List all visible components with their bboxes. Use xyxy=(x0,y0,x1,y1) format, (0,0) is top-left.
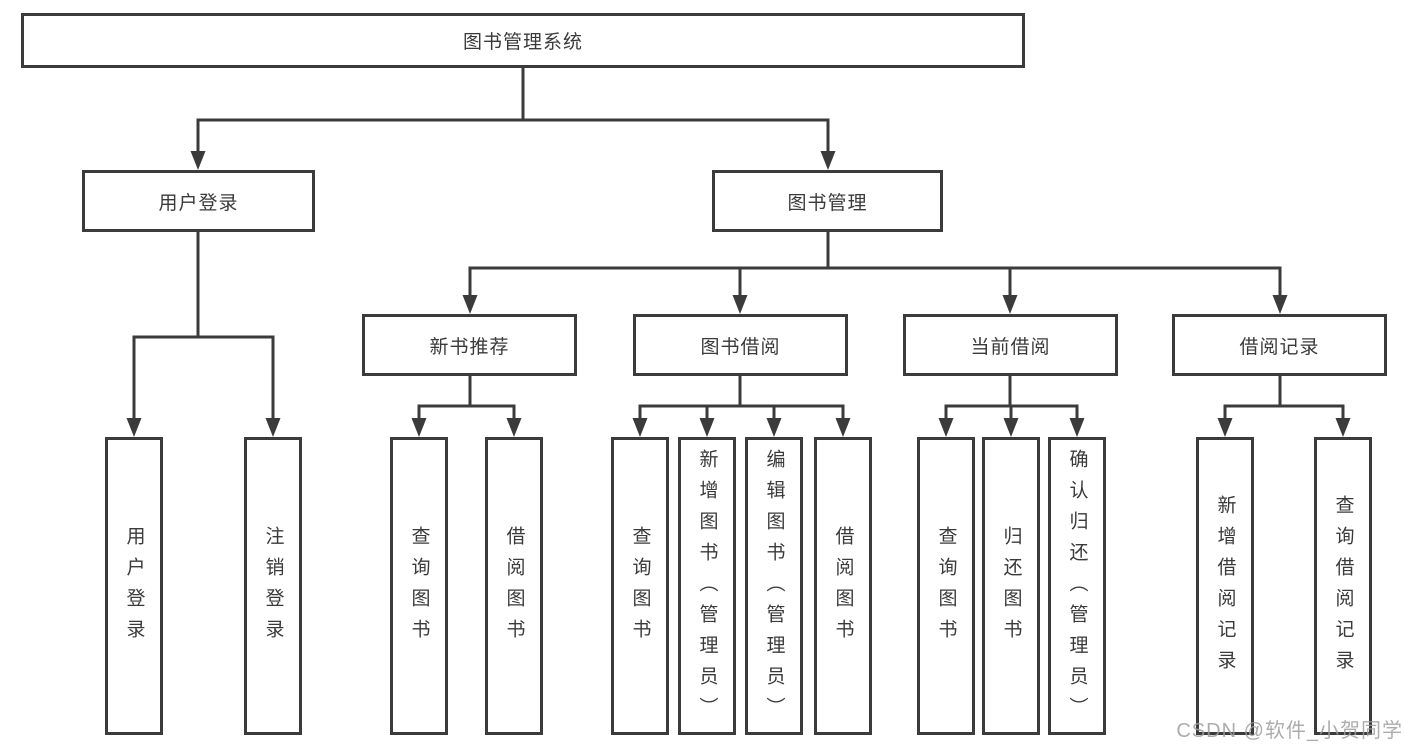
node-new-book-rec: 新书推荐 xyxy=(362,314,577,376)
leaf-borrow-books-rec: 借阅图书 xyxy=(485,437,543,735)
leaf-query-books-rec: 查询图书 xyxy=(390,437,448,735)
leaf-query-books-current: 查询图书 xyxy=(917,437,975,735)
leaf-edit-book-admin: 编辑图书（管理员） xyxy=(745,437,803,735)
node-book-mgmt: 图书管理 xyxy=(712,170,943,232)
node-book-borrow: 图书借阅 xyxy=(633,314,848,376)
leaf-query-borrow-record: 查询借阅记录 xyxy=(1314,437,1372,735)
connector-book-borrow xyxy=(632,376,851,437)
leaf-return-book: 归还图书 xyxy=(982,437,1040,735)
leaf-add-borrow-record: 新增借阅记录 xyxy=(1196,437,1254,735)
leaf-confirm-return-admin: 确认归还（管理员） xyxy=(1048,437,1106,735)
leaf-user-login: 用户登录 xyxy=(105,437,163,735)
node-user-login: 用户登录 xyxy=(82,170,315,232)
connector-current-borrow xyxy=(938,376,1085,437)
leaf-query-books-borrow: 查询图书 xyxy=(611,437,669,735)
node-root: 图书管理系统 xyxy=(21,13,1025,68)
connector-root xyxy=(190,68,836,170)
leaf-borrow-books: 借阅图书 xyxy=(814,437,872,735)
connector-new-book-rec xyxy=(411,376,522,437)
node-current-borrow: 当前借阅 xyxy=(903,314,1118,376)
connector-book-mgmt xyxy=(462,232,1288,314)
node-borrow-records: 借阅记录 xyxy=(1172,314,1387,376)
leaf-logout: 注销登录 xyxy=(244,437,302,735)
connector-user-login xyxy=(126,232,281,437)
connector-borrow-records xyxy=(1217,376,1351,437)
leaf-add-book-admin: 新增图书（管理员） xyxy=(678,437,736,735)
